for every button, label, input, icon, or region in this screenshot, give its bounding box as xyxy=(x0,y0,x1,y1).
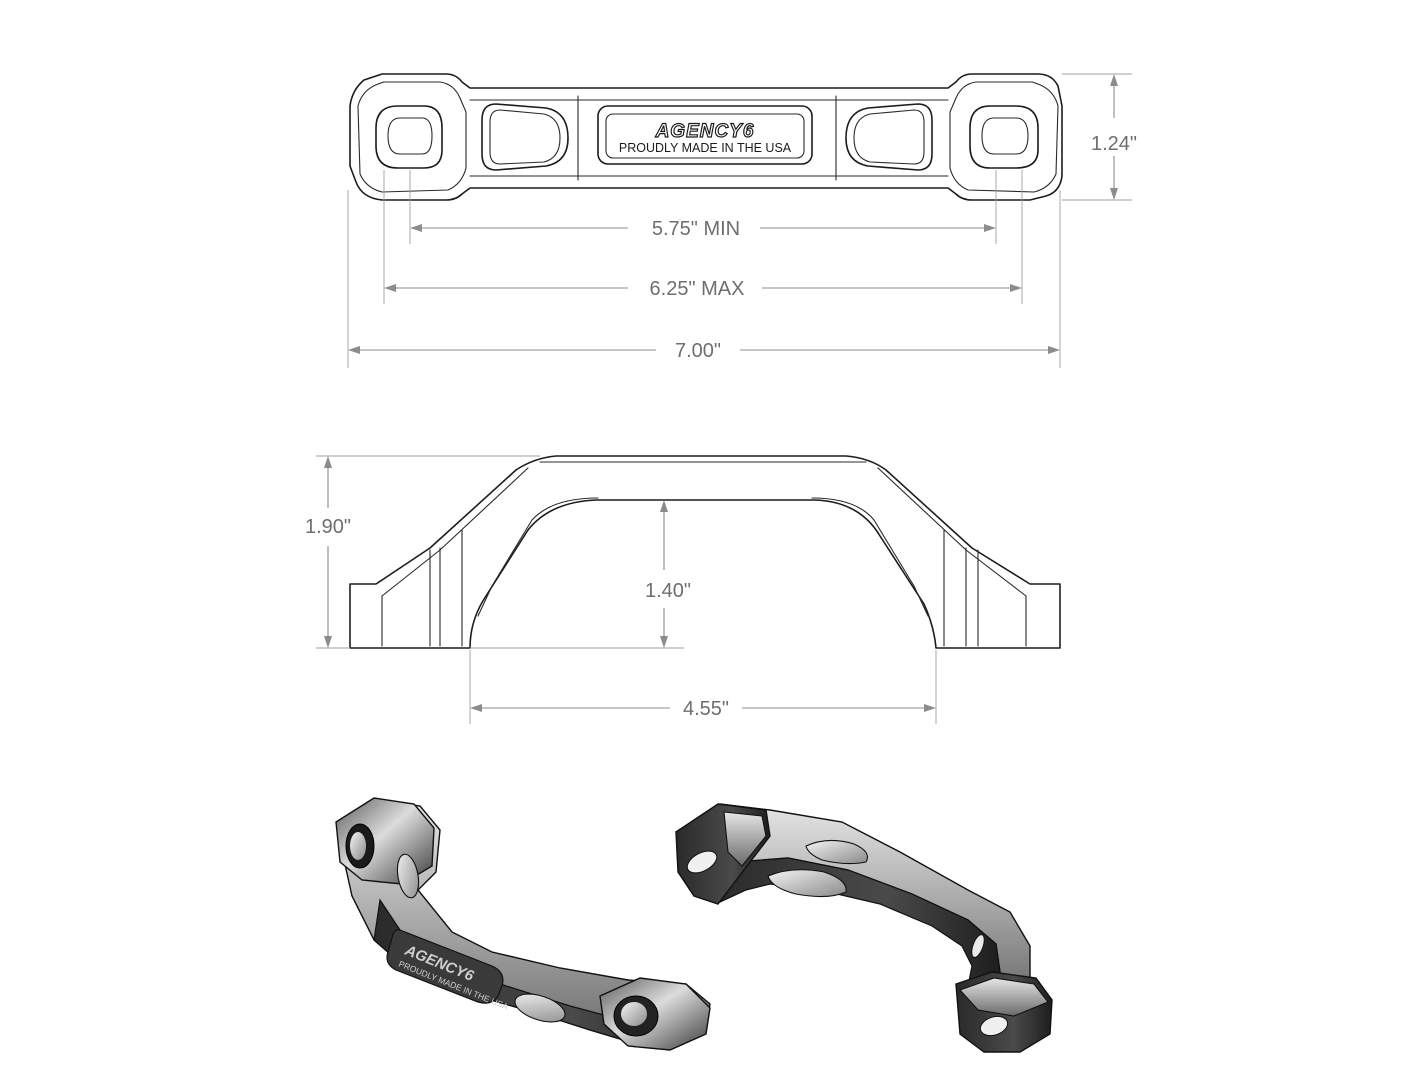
iso-right-cutout-c xyxy=(971,934,985,958)
right-slot xyxy=(969,105,1039,169)
iso-right-lower-hole xyxy=(979,1015,1009,1037)
dim-label-1-40: 1.40" xyxy=(645,580,691,602)
dim-label-1-90: 1.90" xyxy=(305,516,351,538)
dim-label-4-55: 4.55" xyxy=(683,698,729,720)
brand-logo: AGENCY6 xyxy=(655,121,755,142)
dim-label-7-00: 7.00" xyxy=(675,340,721,362)
side-view: 1.90" 1.40" 4.55" xyxy=(305,455,1061,724)
left-cutout xyxy=(481,103,569,171)
dim-label-1-24: 1.24" xyxy=(1091,133,1137,155)
dim-height-top: 1.24" xyxy=(1062,73,1137,201)
dim-inner-height: 1.40" xyxy=(470,500,691,649)
iso-view-left: AGENCY6 PROUDLY MADE IN THE USA xyxy=(335,797,711,1051)
iso-right-cutout-b xyxy=(805,839,869,865)
dim-height-side: 1.90" xyxy=(305,455,540,649)
top-view: AGENCY6 PROUDLY MADE IN THE USA 1.24" 5.… xyxy=(347,73,1137,368)
left-slot xyxy=(375,105,443,169)
iso-left-cutout-a xyxy=(514,993,566,1023)
dim-min: 5.75" MIN xyxy=(409,170,997,244)
top-view-outline xyxy=(349,73,1063,201)
dim-label-6-25-max: 6.25" MAX xyxy=(650,278,745,300)
iso-right-cutout-a xyxy=(767,869,847,898)
dim-inner-width: 4.55" xyxy=(469,650,937,724)
made-in-usa-label: PROUDLY MADE IN THE USA xyxy=(619,141,792,155)
iso-logo-plate xyxy=(386,929,504,1004)
side-view-outline xyxy=(349,455,1061,649)
dim-overall: 7.00" xyxy=(347,190,1061,368)
iso-left-cutout-b xyxy=(396,853,420,899)
iso-right-upper-hole xyxy=(686,850,718,874)
right-cutout xyxy=(845,103,933,171)
iso-view-right xyxy=(675,803,1053,1053)
logo-plate xyxy=(597,105,813,165)
dim-label-5-75-min: 5.75" MIN xyxy=(652,218,740,240)
dim-max: 6.25" MAX xyxy=(383,170,1023,304)
